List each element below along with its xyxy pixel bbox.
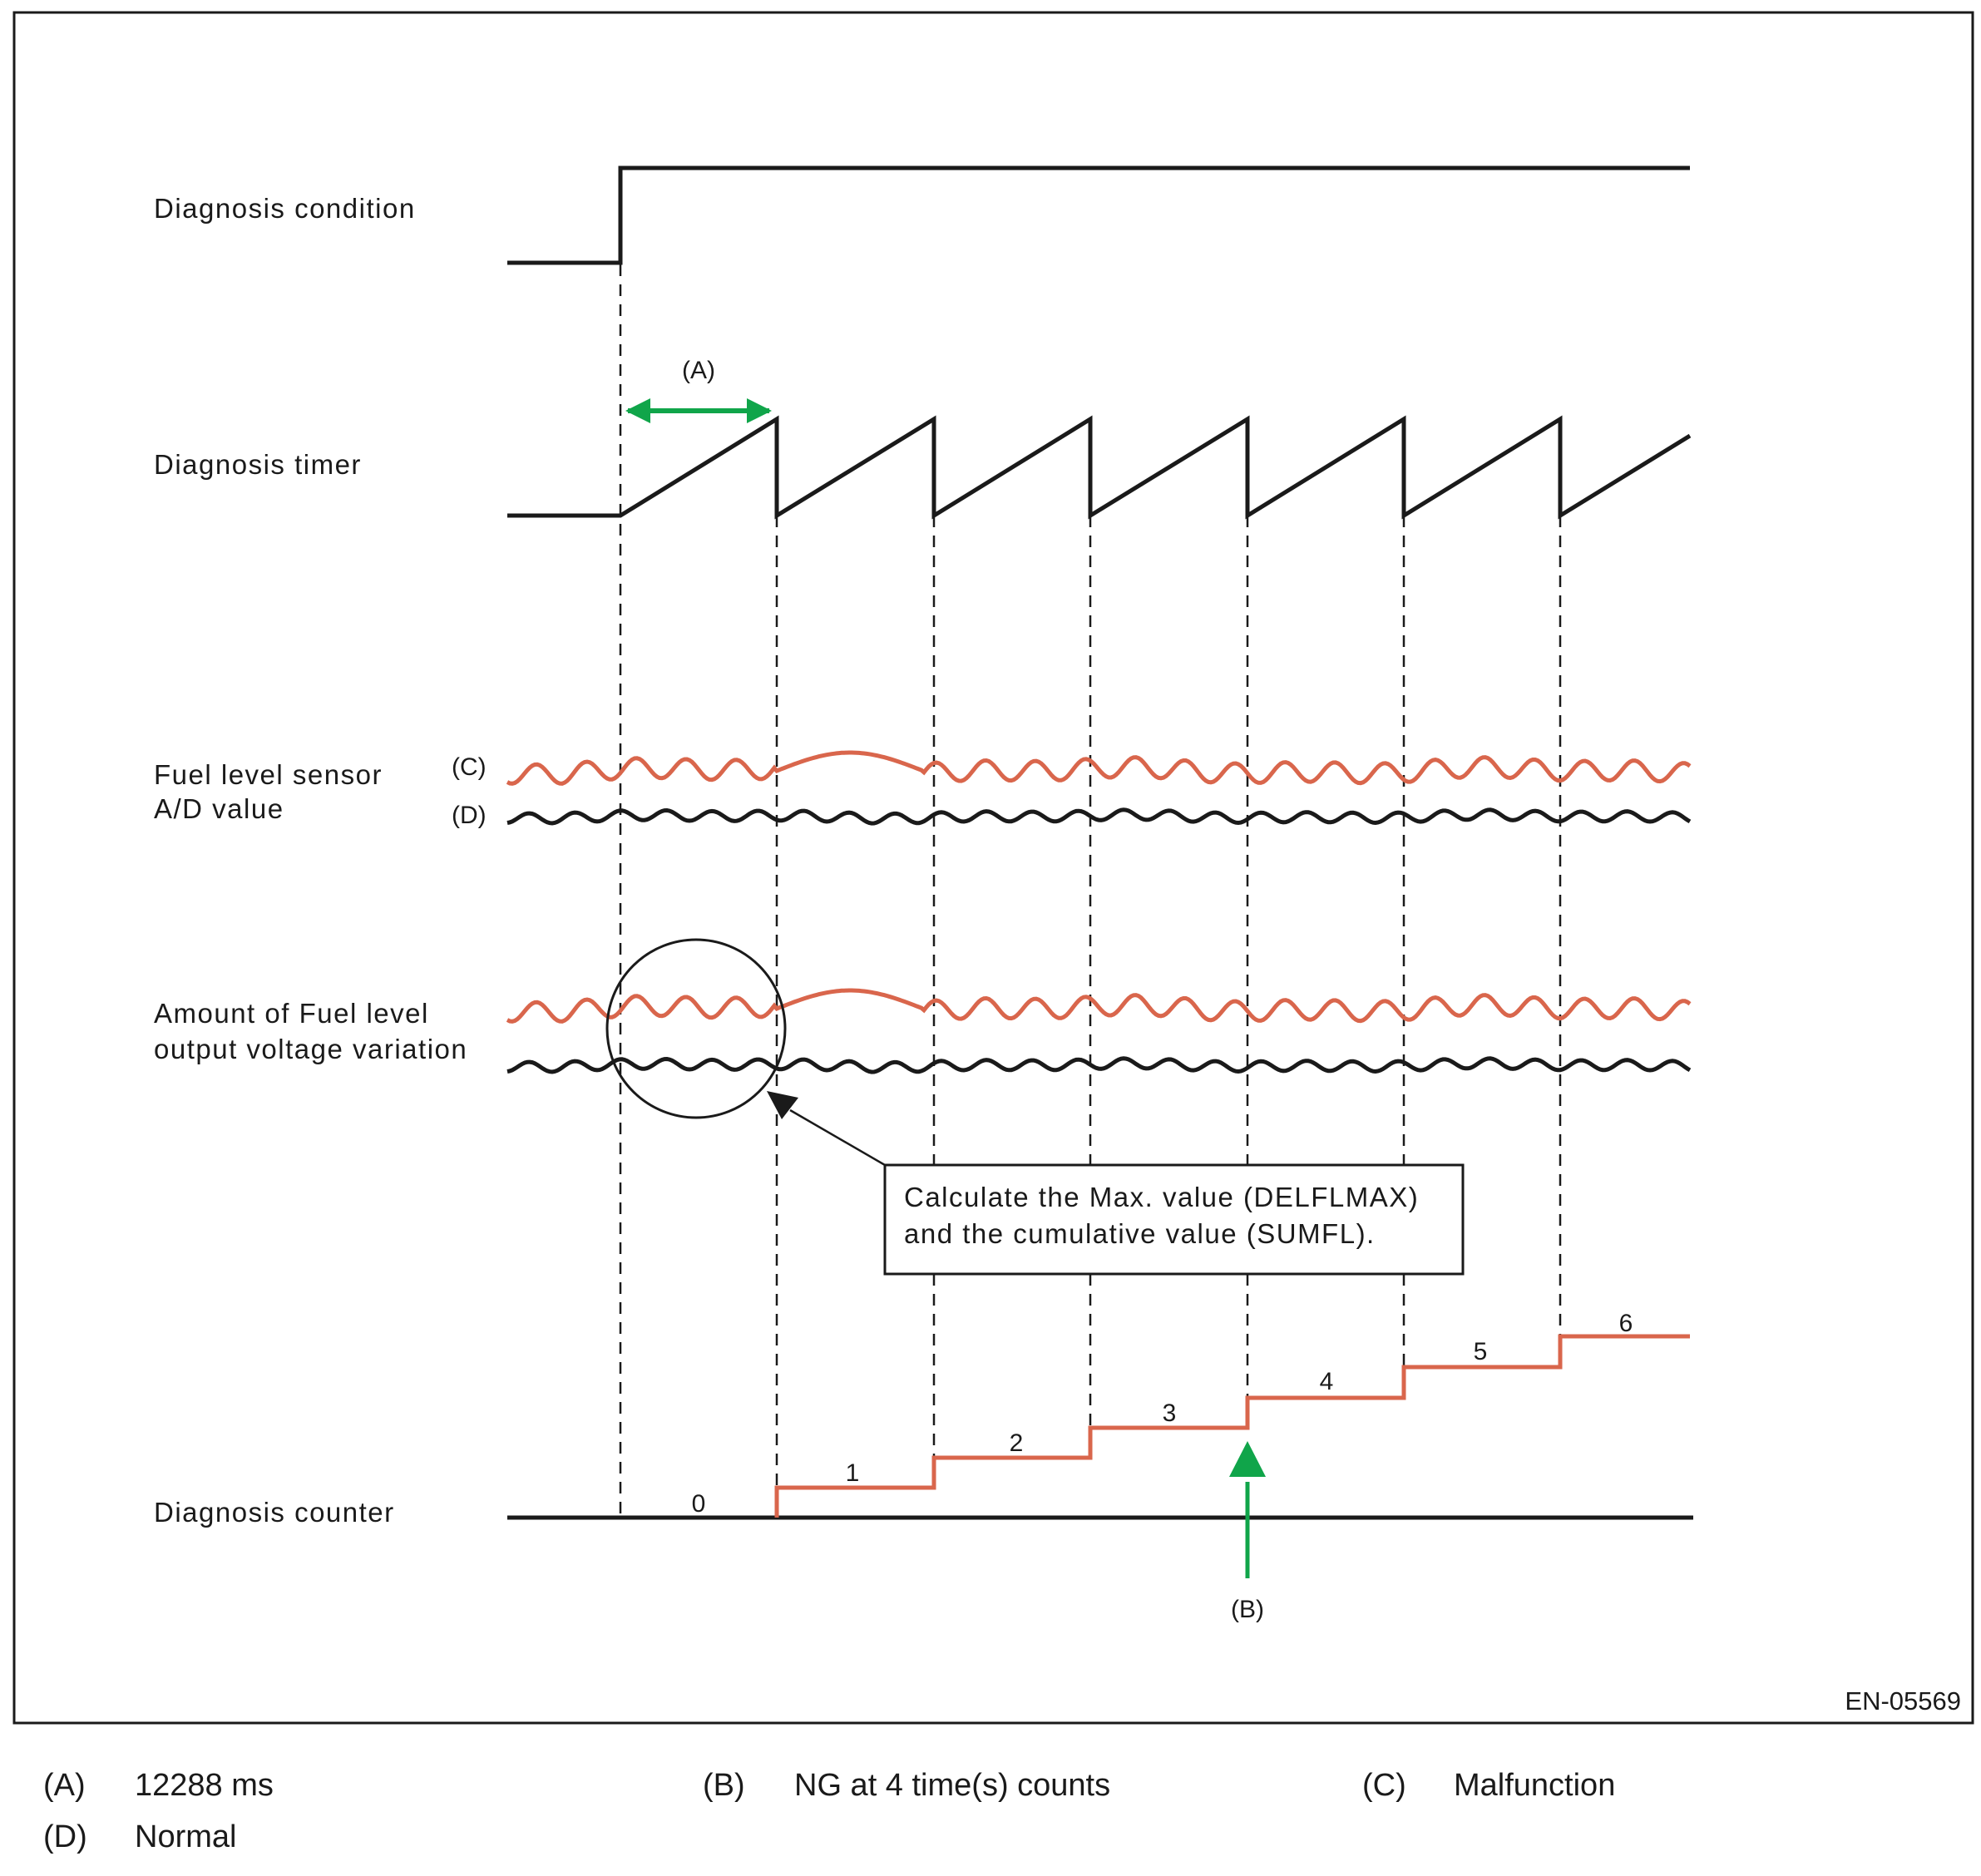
label-fuel-variation-2: output voltage variation — [154, 1034, 467, 1064]
legend-text-a: 12288 ms — [135, 1768, 274, 1803]
counter-value-3: 3 — [1163, 1400, 1177, 1427]
marker-c: (C) — [452, 753, 487, 781]
label-diagnosis-condition: Diagnosis condition — [154, 193, 416, 224]
label-fuel-variation-1: Amount of Fuel level — [154, 998, 429, 1029]
label-fuel-sensor-1: Fuel level sensor — [154, 759, 383, 790]
figure-frame — [12, 11, 1974, 1725]
marker-a: (A) — [682, 357, 715, 384]
legend-text-c: Malfunction — [1454, 1768, 1616, 1803]
label-fuel-sensor-2: A/D value — [154, 793, 284, 824]
legend-key-b: (B) — [703, 1768, 745, 1803]
legend: (A) 12288 ms (B) NG at 4 time(s) counts (C… — [0, 1746, 1981, 1871]
legend-key-d: (D) — [43, 1819, 87, 1854]
first-cycle-highlight-circle — [605, 938, 787, 1119]
label-diagnosis-timer: Diagnosis timer — [154, 449, 362, 480]
counter-value-6: 6 — [1619, 1310, 1633, 1337]
counter-value-2: 2 — [1010, 1429, 1024, 1457]
label-diagnosis-counter: Diagnosis counter — [154, 1497, 395, 1528]
diagnosis-condition-signal — [507, 165, 1690, 265]
fuel-variation-normal-wave — [506, 1056, 1692, 1074]
timing-diagram: Diagnosis condition Diagnosis timer Fuel… — [12, 11, 1974, 1725]
callout-pointer-icon — [767, 1091, 798, 1119]
legend-key-c: (C) — [1362, 1768, 1406, 1803]
callout-box — [883, 1163, 1465, 1276]
callout-leader — [789, 1108, 886, 1167]
callout-line-2: and the cumulative value (SUMFL). — [904, 1218, 1376, 1249]
legend-key-a: (A) — [43, 1768, 86, 1803]
legend-item-a: (A) 12288 ms — [43, 1768, 274, 1804]
fuel-sensor-normal-wave — [506, 807, 1692, 826]
fuel-sensor-malfunction-wave — [506, 750, 1692, 786]
marker-b: (B) — [1231, 1596, 1264, 1623]
figure-code: EN-05569 — [1845, 1686, 1961, 1716]
counter-value-4: 4 — [1320, 1368, 1334, 1395]
callout-line-1: Calculate the Max. value (DELFLMAX) — [904, 1182, 1419, 1212]
diagnosis-timer-signal — [507, 415, 1692, 520]
marker-d: (D) — [452, 802, 487, 829]
counter-value-5: 5 — [1474, 1338, 1488, 1365]
counter-value-0: 0 — [692, 1490, 706, 1518]
legend-text-b: NG at 4 time(s) counts — [794, 1768, 1111, 1803]
legend-item-c: (C) Malfunction — [1362, 1768, 1615, 1804]
legend-item-b: (B) NG at 4 time(s) counts — [703, 1768, 1110, 1804]
ng-detection-arrow-head-icon — [1229, 1441, 1266, 1477]
counter-value-1: 1 — [846, 1459, 860, 1487]
legend-text-d: Normal — [135, 1819, 237, 1854]
legend-item-d: (D) Normal — [43, 1819, 236, 1855]
fuel-variation-malfunction-wave — [506, 988, 1692, 1024]
diagnosis-counter-steps — [774, 1334, 1690, 1518]
